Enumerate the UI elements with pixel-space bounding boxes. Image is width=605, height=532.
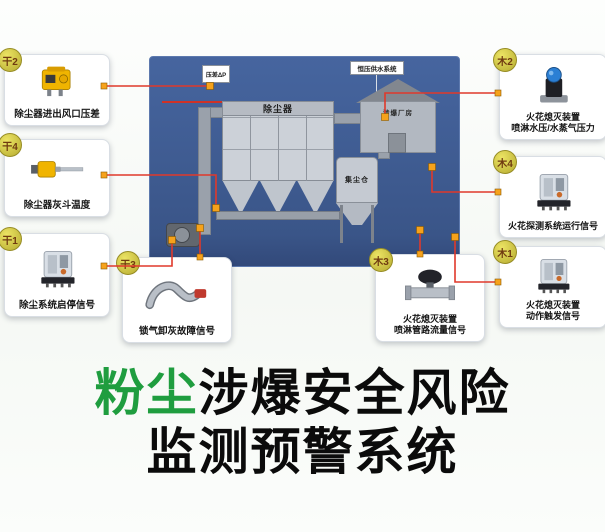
main-title: 粉尘涉爆安全风险 监测预警系统 <box>0 364 605 482</box>
title-line1-rest: 涉爆安全风险 <box>198 365 511 421</box>
water-supply-line <box>376 75 377 103</box>
badge-gan2: 干2 <box>0 48 22 72</box>
dust-collector-compartments <box>223 116 333 181</box>
callout-label: 火花探测系统运行信号 <box>507 221 598 232</box>
badge-gan4: 干4 <box>0 133 22 157</box>
relay-icon <box>502 250 604 300</box>
ash-conveyor <box>216 211 340 220</box>
callout-airlock-fault: 干3 锁气卸灰故障信号 <box>116 251 232 343</box>
hopper <box>260 181 296 211</box>
hopper <box>297 181 334 211</box>
callout-spray-flow-signal: 木3 火花熄灭装置 喷淋管路流量信号 <box>369 248 485 342</box>
dust-collector-hoppers <box>222 181 334 211</box>
differential-pressure-transmitter-icon <box>7 58 107 109</box>
workshop-label: 涉爆厂房 <box>383 110 413 117</box>
callout-label-line2: 喷淋水压/水蒸气压力 <box>511 123 595 134</box>
callout-spray-water-pressure: 木2 火花熄灭装置 喷淋水压/水蒸气压力 <box>493 48 605 140</box>
badge-mu1: 木1 <box>493 240 517 264</box>
callout-label-line2: 动作触发信号 <box>525 311 580 322</box>
callout-spark-detection-running: 木4 火花探测系统运行信号 <box>493 150 605 238</box>
callout-system-start-stop: 干1 除尘系统启停信号 <box>0 227 110 317</box>
title-line-2: 监测预警系统 <box>146 424 459 480</box>
pressure-tap-label: 压差ΔP <box>202 65 230 83</box>
flow-meter-icon <box>378 258 482 314</box>
relay-icon <box>7 237 107 300</box>
callout-extinguisher-trigger: 木1 火花熄灭装置 动作触发信号 <box>493 240 605 328</box>
callout-label-line1: 火花熄灭装置 <box>402 313 457 324</box>
spark-detector-icon <box>502 58 604 112</box>
dust-bin-label: 集尘仓 <box>345 177 369 184</box>
title-highlight: 粉尘 <box>94 365 199 421</box>
dust-collector-header: 除尘器 <box>223 102 333 116</box>
dust-bin-leg <box>340 205 343 243</box>
callout-inlet-outlet-pressure: 干2 除尘器进出风口压差 <box>0 48 110 126</box>
badge-gan3: 干3 <box>116 251 140 275</box>
fan-motor <box>174 227 190 243</box>
dust-collector: 除尘器 <box>222 101 334 181</box>
callout-label-line1: 火花熄灭装置 <box>525 111 580 122</box>
callout-hopper-temperature: 干4 除尘器灰斗温度 <box>0 133 110 217</box>
badge-mu2: 木2 <box>493 48 517 72</box>
dust-collector-label: 除尘器 <box>262 104 293 114</box>
callout-label: 锁气卸灰故障信号 <box>138 325 215 337</box>
workshop-roof <box>356 79 440 103</box>
callout-label: 除尘器进出风口压差 <box>14 108 100 120</box>
inlet-duct-vertical <box>198 107 211 235</box>
dust-bin: 集尘仓 <box>336 157 378 203</box>
badge-mu3: 木3 <box>369 248 393 272</box>
badge-mu4: 木4 <box>493 150 517 174</box>
badge-gan1: 干1 <box>0 227 22 251</box>
callout-label-line1: 火花熄灭装置 <box>525 299 580 310</box>
water-supply-system-label: 恒压供水系统 <box>350 61 404 75</box>
callout-label: 除尘器灰斗温度 <box>23 199 91 211</box>
callout-label: 除尘系统启停信号 <box>18 299 95 311</box>
system-diagram-panel: 恒压供水系统 压差ΔP 除尘器 涉爆厂房 集尘仓 <box>149 56 460 267</box>
relay-icon <box>502 160 604 221</box>
temperature-sensor-icon <box>7 143 107 200</box>
flexible-conduit-sensor-icon <box>125 261 229 326</box>
workshop-door <box>388 133 406 153</box>
dust-bin-leg <box>371 205 374 243</box>
title-line-1: 粉尘涉爆安全风险 <box>0 364 605 423</box>
hopper <box>222 181 259 211</box>
callout-label-line2: 喷淋管路流量信号 <box>393 325 466 336</box>
